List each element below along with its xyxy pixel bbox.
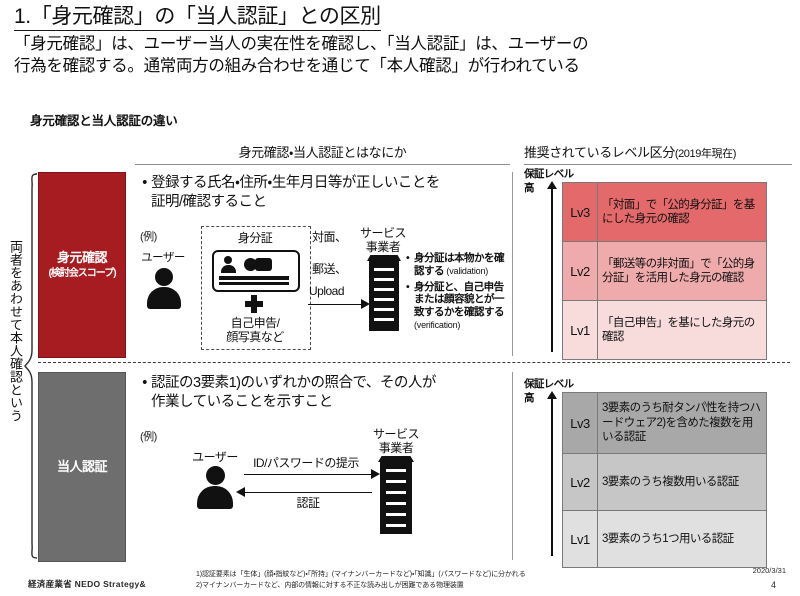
authentication-user-label: ユーザー <box>192 450 238 464</box>
level-label: Lv2 <box>562 453 598 511</box>
panel-separator <box>512 172 513 356</box>
level-description: 「自己申告」を基にした身元の確認 <box>597 300 767 360</box>
column-header-right-text: 推奨されているレベル区分 <box>524 145 675 160</box>
authenticate-arrow-line <box>244 492 372 493</box>
submit-arrow-line <box>244 474 372 475</box>
column-header-left: 身元確認・当人認証とはなにか <box>135 142 510 165</box>
identity-bullet-line-1: 登録する氏名・住所・生年月日等が正しいことを <box>151 175 440 191</box>
identity-axis-arrow-icon <box>547 181 557 189</box>
column-header-right-year: (2019年現在) <box>674 148 737 160</box>
bullet-dot-icon: • <box>142 375 147 391</box>
table-row: Lv3 3要素のうち耐タンパ性を持つハードウェア2)を含めた複数を用いる認証 <box>562 392 767 454</box>
title-block: 1.「身元確認」の「当人認証」との区別 「身元確認」は、ユーザー当人の実在性を確… <box>14 4 786 78</box>
panel-separator <box>512 372 513 560</box>
page-subtitle: 「身元確認」は、ユーザー当人の実在性を確認し、「当人認証」は、ユーザーの 行為を… <box>14 34 786 78</box>
identity-provider-label: サービス 事業者 <box>359 226 407 254</box>
identity-axis-high: 高 <box>524 182 535 194</box>
identity-credentials-group <box>201 226 311 350</box>
service-provider-server-icon <box>378 456 414 534</box>
upload-label: Upload <box>309 284 345 298</box>
identity-example-label: (例) <box>140 231 157 243</box>
submit-arrow-head-icon <box>371 469 380 479</box>
bullet-dot-icon: • <box>142 175 147 191</box>
table-row: Lv1 3要素のうち1つ用いる認証 <box>562 510 767 568</box>
authentication-axis-arrow-icon <box>547 391 557 399</box>
category-authentication-label: 当人認証 <box>56 458 108 474</box>
grouping-brace-icon <box>24 173 38 559</box>
level-label: Lv1 <box>562 510 598 568</box>
footnotes: 1)認証要素は「生体」(顔・指紋など)・「所持」(マイナンバーカードなど)・「知… <box>196 570 676 592</box>
bullet-dot-icon: • <box>406 280 410 293</box>
id-card-icon <box>212 250 300 292</box>
diagram-note: • 身分証は本物かを確認する (validation) <box>406 252 505 277</box>
channel-label-2: 郵送、 <box>312 262 347 276</box>
upload-arrow-line <box>308 304 362 305</box>
footer-date: 2020/3/31 <box>752 566 786 575</box>
user-person-icon <box>196 466 234 509</box>
level-description: 3要素のうち1つ用いる認証 <box>597 510 767 568</box>
upload-arrow-head-icon <box>361 299 370 309</box>
identity-bullets: • 登録する氏名・住所・生年月日等が正しいことを 証明/確認すること <box>138 174 538 211</box>
authentication-provider-label: サービス 事業者 <box>372 427 420 455</box>
table-row: Lv2 「郵送等の非対面」で「公的身分証」を活用した身元の確認 <box>562 241 767 301</box>
authentication-bullet: • 認証の3要素1)のいずれかの照合で、その人が 作業していることを示すこと <box>138 374 538 411</box>
id-card-label: 身分証 <box>237 231 273 245</box>
category-identity-label: 身元確認 <box>56 249 108 265</box>
authentication-axis-line <box>551 398 553 556</box>
level-label: Lv1 <box>562 300 598 360</box>
level-label: Lv2 <box>562 241 598 301</box>
authentication-bullet-line-1: 認証の3要素1)のいずれかの照合で、その人が <box>151 375 436 391</box>
footer-page-number: 4 <box>770 580 776 590</box>
vertical-note: 両者をあわせて本人確認という <box>8 240 23 422</box>
page-title: 1.「身元確認」の「当人認証」との区別 <box>14 4 381 32</box>
category-box-identity: 身元確認 (検討会スコープ) <box>38 172 126 358</box>
footnote-1: 1)認証要素は「生体」(顔・指紋など)・「所持」(マイナンバーカードなど)・「知… <box>196 571 526 578</box>
self-declaration-label: 自己申告/ 顔写真など <box>226 316 284 345</box>
authentication-example-label: (例) <box>140 431 157 443</box>
footnote-2: 2)マイナンバーカードなど、内部の情報に対する不正な読み出しが困難である物理装置 <box>196 581 464 589</box>
identity-axis-title: 保証レベル <box>524 168 574 180</box>
category-box-authentication: 当人認証 <box>38 372 126 562</box>
identity-user-label: ユーザー <box>141 252 185 264</box>
table-row: Lv2 3要素のうち複数用いる認証 <box>562 453 767 511</box>
level-label: Lv3 <box>562 392 598 454</box>
identity-level-table: Lv3 「対面」で「公的身分証」を基にした身元の確認 Lv2 「郵送等の非対面」… <box>562 182 767 360</box>
category-identity-sublabel: (検討会スコープ) <box>48 267 116 279</box>
service-provider-server-icon <box>367 255 401 331</box>
subtitle-line-1: 「身元確認」は、ユーザー当人の実在性を確認し、「当人認証」は、ユーザーの <box>14 35 589 54</box>
bullet-dot-icon: • <box>406 252 410 264</box>
level-description: 「郵送等の非対面」で「公的身分証」を活用した身元の確認 <box>597 241 767 301</box>
authenticate-arrow-head-icon <box>236 487 245 497</box>
level-description: 3要素のうち複数用いる認証 <box>597 453 767 511</box>
level-description: 3要素のうち耐タンパ性を持つハードウェア2)を含めた複数を用いる認証 <box>597 392 767 454</box>
subtitle-line-2: 行為を確認する。通常両方の組み合わせを通じて「本人確認」が行われている <box>14 56 580 75</box>
identity-bullet: • 登録する氏名・住所・生年月日等が正しいことを 証明/確認すること <box>138 174 538 211</box>
authentication-axis-high: 高 <box>524 392 535 404</box>
diagram-note: • 身分証と、自己申告または顔容貌とが一致するかを確認する (verificat… <box>406 280 505 330</box>
authentication-row: 当人認証 • 認証の3要素1)のいずれかの照合で、その人が 作業していることを示… <box>38 372 790 562</box>
level-label: Lv3 <box>562 182 598 242</box>
level-description: 「対面」で「公的身分証」を基にした身元の確認 <box>597 182 767 242</box>
authentication-axis-title: 保証レベル <box>524 378 574 390</box>
table-row: Lv3 「対面」で「公的身分証」を基にした身元の確認 <box>562 182 767 242</box>
channel-label-1: 対面、 <box>312 230 347 244</box>
authenticate-label: 認証 <box>296 496 320 510</box>
identity-axis-line <box>551 188 553 352</box>
authentication-bullets: • 認証の3要素1)のいずれかの照合で、その人が 作業していることを示すこと <box>138 374 538 411</box>
authentication-bullet-line-2: 作業していることを示すこと <box>151 393 333 410</box>
authentication-level-table: Lv3 3要素のうち耐タンパ性を持つハードウェア2)を含めた複数を用いる認証 L… <box>562 392 767 568</box>
identity-verification-row: 身元確認 (検討会スコープ) • 登録する氏名・住所・生年月日等が正しいことを … <box>38 172 790 358</box>
column-header-right: 推奨されているレベル区分(2019年現在) <box>524 142 792 165</box>
plus-icon <box>245 295 263 313</box>
credential-submit-label: ID/パスワードの提示 <box>253 456 359 470</box>
identity-bullet-line-2: 証明/確認すること <box>151 193 267 210</box>
table-row: Lv1 「自己申告」を基にした身元の確認 <box>562 300 767 360</box>
user-person-icon <box>146 268 182 309</box>
identity-diagram-notes: • 身分証は本物かを確認する (validation) • 身分証と、自己申告ま… <box>406 252 510 335</box>
footer-organization: 経済産業省 NEDO Strategy& <box>28 579 146 589</box>
section-label: 身元確認と当人認証の違い <box>30 114 178 128</box>
section-divider <box>38 362 790 363</box>
